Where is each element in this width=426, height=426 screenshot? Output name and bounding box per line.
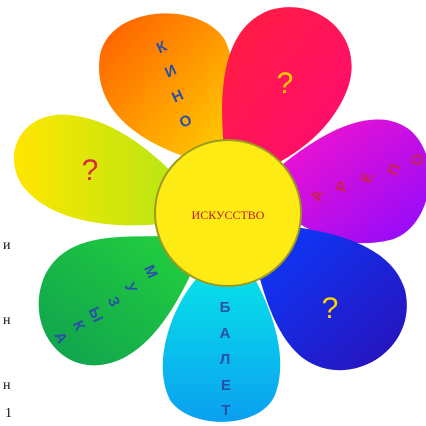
background-text-fragment: н: [3, 378, 11, 394]
petal-balet-letter-4: Е: [221, 377, 231, 394]
petal-balet-letter-3: Л: [220, 351, 231, 368]
petal-question-top-mark: ?: [277, 67, 294, 100]
center-label: ИСКУССТВО: [192, 208, 265, 222]
background-text-fragment: и: [3, 238, 11, 254]
petal-question-right-mark: ?: [322, 292, 339, 325]
flower-center: ИСКУССТВО: [155, 140, 301, 286]
petal-balet-letter-2: А: [220, 325, 231, 342]
background-text-fragment: 1: [5, 406, 12, 422]
petal-balet-letter-5: Т: [221, 402, 230, 419]
background-text-fragment: н: [3, 313, 11, 329]
petal-balet-letter-1: Б: [220, 299, 231, 316]
petal-question-left-mark: ?: [82, 154, 99, 187]
